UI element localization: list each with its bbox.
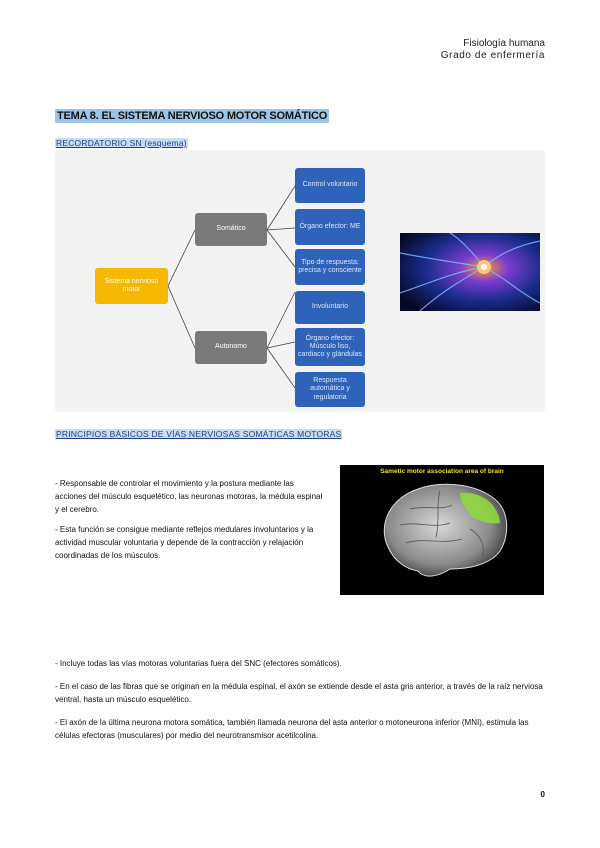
- diagram-leaf-autonomic-3: Respuesta automática y regulatoria: [295, 372, 365, 407]
- diagram-leaf-autonomic-1: Involuntario: [295, 291, 365, 324]
- diagram-leaf-autonomic-2: Órgano efector: Músculo liso, cardiaco y…: [295, 328, 365, 366]
- section-heading-recordatorio: RECORDATORIO SN (esquema): [55, 138, 188, 148]
- diagram-leaf-label: Control voluntario: [302, 181, 358, 189]
- paragraph-fibras: - En el caso de las fibras que se origin…: [55, 682, 543, 704]
- diagram-node-root-label: Sistema nervioso motor: [104, 277, 159, 293]
- paragraph-funcion: - Esta función se consigue mediante refl…: [55, 525, 314, 560]
- diagram-node-somatic: Somático: [195, 213, 267, 246]
- diagram-leaf-label: Tipo de respuesta: precisa y consciente: [298, 258, 362, 274]
- diagram-leaf-label: Órgano efector: ME: [299, 222, 361, 230]
- section-heading-principios: PRINCIPIOS BÁSICOS DE VÍAS NERVIOSAS SOM…: [55, 429, 343, 439]
- page-title: TEMA 8. EL SISTEMA NERVIOSO MOTOR SOMÁTI…: [55, 109, 330, 123]
- paragraph-incluye: - Incluye todas las vías motoras volunta…: [55, 659, 342, 668]
- diagram-leaf-label: Órgano efector: Músculo liso, cardiaco y…: [298, 334, 362, 359]
- paragraph-axon: - El axón de la última neurona motora so…: [55, 718, 529, 740]
- diagram-node-somatic-label: Somático: [216, 225, 246, 233]
- brain-image: Sametic motor association area of brain: [340, 465, 544, 595]
- diagram-leaf-somatic-3: Tipo de respuesta: precisa y consciente: [295, 249, 365, 285]
- brain-image-caption: Sametic motor association area of brain: [380, 468, 504, 475]
- page-number: 0: [540, 790, 545, 799]
- neuron-image: [400, 233, 540, 311]
- diagram-node-autonomic-label: Autonomo: [215, 343, 247, 351]
- diagram-leaf-somatic-1: Control voluntario: [295, 168, 365, 203]
- diagram-leaf-label: Respuesta automática y regulatoria: [310, 377, 350, 401]
- header-course: Fisiología humana: [463, 38, 545, 49]
- diagram-connectors: [167, 185, 296, 389]
- diagram-leaf-label: Involuntario: [311, 303, 349, 311]
- diagram-node-autonomic: Autonomo: [195, 331, 267, 364]
- header-degree: Grado de enfermería: [440, 50, 545, 61]
- paragraph-responsable: - Responsable de controlar el movimiento…: [55, 479, 323, 514]
- diagram-leaf-somatic-2: Órgano efector: ME: [295, 209, 365, 245]
- diagram-node-root: Sistema nervioso motor: [95, 268, 168, 304]
